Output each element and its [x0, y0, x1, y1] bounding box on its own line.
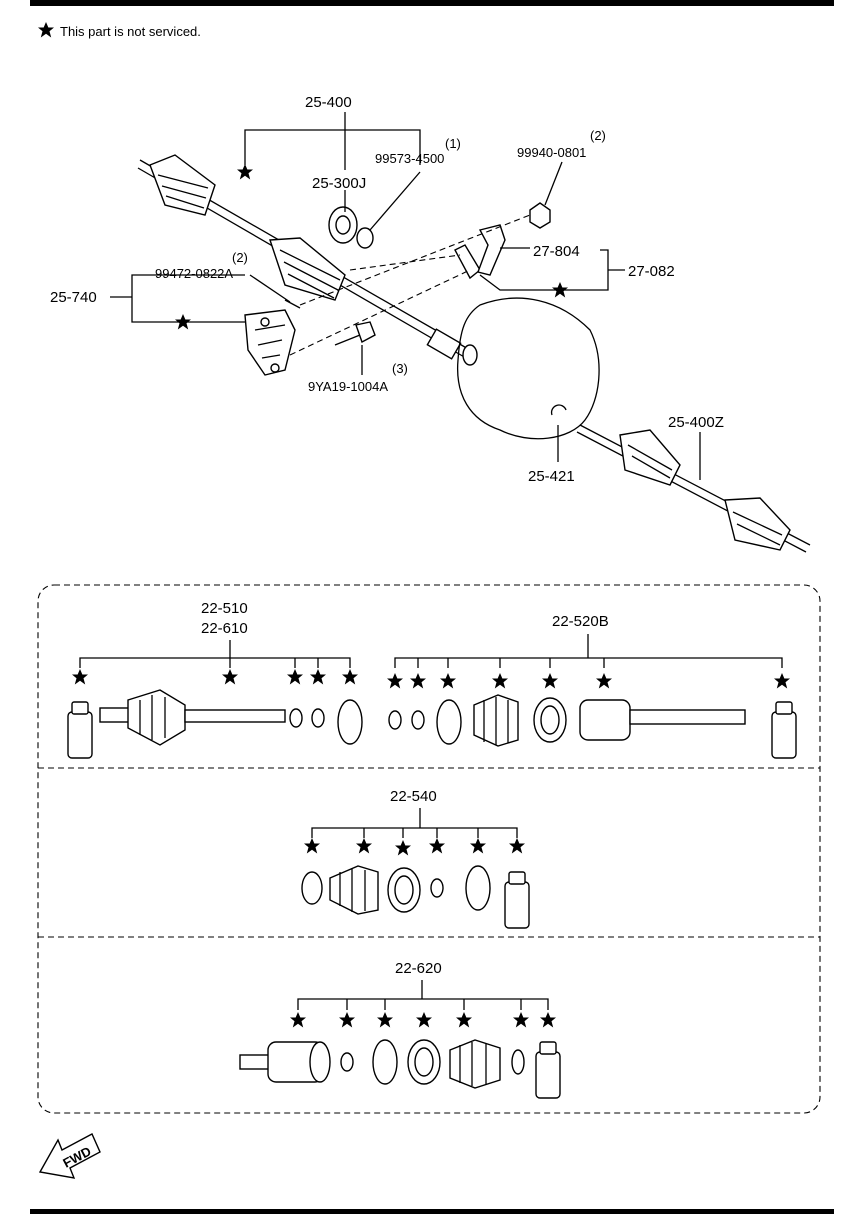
star-icon — [774, 673, 790, 689]
boot-band-part — [337, 699, 363, 745]
star-icon — [237, 164, 253, 180]
label-99472-0822A: 99472-0822A — [155, 266, 233, 281]
star-icon — [38, 22, 54, 38]
grease-tube-part — [771, 711, 797, 759]
grease-tube-part — [535, 1051, 561, 1099]
label-27-804: 27-804 — [533, 243, 580, 260]
label-22-540: 22-540 — [390, 788, 437, 805]
label-22-620: 22-620 — [395, 960, 442, 977]
star-icon — [542, 673, 558, 689]
clip-part — [356, 227, 374, 249]
label-qty-2b: (2) — [232, 250, 248, 265]
shaft-part — [184, 709, 286, 723]
label-9YA19-1004A: 9YA19-1004A — [308, 379, 388, 394]
star-icon — [492, 673, 508, 689]
kit-22-620: 22-620 — [239, 960, 561, 1099]
left-drive-shaft — [137, 154, 478, 366]
star-icon — [339, 1012, 355, 1028]
label-99940-0801: 99940-0801 — [517, 145, 586, 160]
grease-tube-part — [67, 711, 93, 759]
nut-part — [529, 202, 551, 229]
star-icon — [222, 669, 238, 685]
bracket-bolt-part — [284, 299, 301, 309]
label-99573-4500: 99573-4500 — [375, 151, 444, 166]
star-icon — [395, 840, 411, 856]
label-25-421: 25-421 — [528, 468, 575, 485]
star-icon — [387, 673, 403, 689]
star-icon — [456, 1012, 472, 1028]
label-22-610: 22-610 — [201, 620, 248, 637]
transmission-outline — [456, 297, 600, 440]
label-25-740: 25-740 — [50, 289, 97, 306]
label-qty-1: (1) — [445, 136, 461, 151]
label-25-400Z: 25-400Z — [668, 414, 724, 431]
top-border — [30, 0, 834, 6]
right-drive-shaft — [576, 424, 811, 553]
bolt-part — [334, 321, 376, 346]
star-icon — [513, 1012, 529, 1028]
star-icon — [440, 673, 456, 689]
label-25-400: 25-400 — [305, 94, 352, 111]
kit-22-520B: 22-520B — [387, 613, 797, 759]
label-22-510: 22-510 — [201, 600, 248, 617]
main-assembly: 25-400 25-300J (1) 99573-4500 (2) 99940-… — [50, 94, 811, 553]
bottom-border — [30, 1209, 834, 1214]
star-icon — [540, 1012, 556, 1028]
label-25-300J: 25-300J — [312, 175, 366, 192]
star-icon — [509, 838, 525, 854]
bracket-part — [244, 309, 296, 376]
kit-box — [37, 584, 821, 1114]
kit-22-510: 22-510 22-610 — [67, 600, 363, 759]
star-icon — [356, 838, 372, 854]
note-text: This part is not serviced. — [60, 24, 201, 39]
star-icon — [410, 673, 426, 689]
inner-joint-part — [579, 699, 631, 741]
snap-ring-part — [550, 404, 567, 416]
label-qty-2: (2) — [590, 128, 606, 143]
fwd-arrow-icon: FWD — [38, 1133, 101, 1179]
star-icon — [342, 669, 358, 685]
star-icon — [310, 669, 326, 685]
outer-joint-part — [127, 689, 186, 746]
star-icon — [287, 669, 303, 685]
label-qty-3: (3) — [392, 361, 408, 376]
label-27-082: 27-082 — [628, 263, 675, 280]
kit-22-540: 22-540 — [301, 788, 530, 929]
star-icon — [470, 838, 486, 854]
star-icon — [416, 1012, 432, 1028]
star-icon — [72, 669, 88, 685]
star-icon — [429, 838, 445, 854]
label-22-520B: 22-520B — [552, 613, 609, 630]
star-icon — [304, 838, 320, 854]
star-icon — [596, 673, 612, 689]
grease-tube-part — [504, 881, 530, 929]
star-icon — [290, 1012, 306, 1028]
bracket-clamp-part — [454, 224, 506, 280]
star-icon — [377, 1012, 393, 1028]
